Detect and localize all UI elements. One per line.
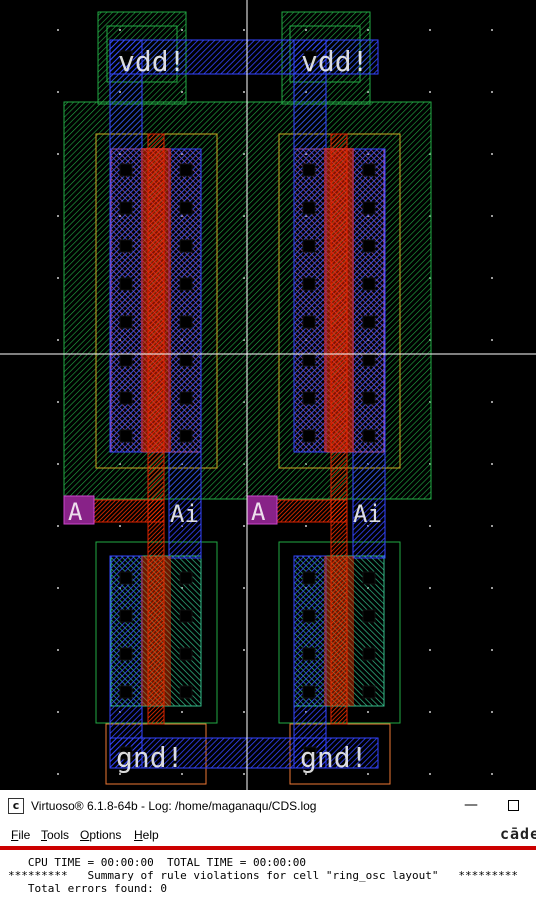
pmos-contact [119, 277, 133, 291]
gnd-tie-contact [119, 746, 133, 760]
log-window: c Virtuoso® 6.1.8-64b - Log: /home/magan… [0, 790, 536, 915]
nmos-contact [179, 685, 193, 699]
pmos-contact [302, 391, 316, 405]
pmos-contact [119, 239, 133, 253]
gate-channel-right [324, 148, 354, 452]
nmos-contact [119, 609, 133, 623]
pmos-contact [362, 277, 376, 291]
pmos-contact [179, 391, 193, 405]
pmos-contact [179, 239, 193, 253]
output-label-left: Ai [170, 500, 199, 528]
menu-bar: File Tools Options Help [0, 822, 536, 846]
vdd-tie-contact [119, 50, 133, 64]
nmos-contact [179, 571, 193, 585]
log-line-total-errors: Total errors found: 0 [8, 882, 167, 895]
pmos-contact [119, 163, 133, 177]
vdd-tie-contact [303, 50, 317, 64]
nmos-contact [362, 685, 376, 699]
nmos-contact [302, 609, 316, 623]
pmos-contact [119, 201, 133, 215]
pmos-contact [179, 163, 193, 177]
menu-help[interactable]: Help [134, 828, 159, 842]
nmos-contact [119, 647, 133, 661]
pmos-contact [302, 353, 316, 367]
pmos-contact [362, 315, 376, 329]
poly-contact-right [246, 495, 278, 525]
pmos-contact [362, 353, 376, 367]
contacts-layer [119, 50, 376, 760]
output-label-right: Ai [353, 500, 382, 528]
pmos-contact [362, 391, 376, 405]
nmos-contact [119, 685, 133, 699]
gnd-label-right: gnd! [300, 741, 367, 774]
pmos-contact [179, 277, 193, 291]
gate-channel-left [141, 148, 171, 452]
log-titlebar[interactable]: c Virtuoso® 6.1.8-64b - Log: /home/magan… [0, 790, 536, 822]
menu-options[interactable]: Options [80, 828, 122, 842]
pmos-contact [302, 163, 316, 177]
vdd-label-right: vdd! [301, 45, 368, 78]
nmos-contact [302, 571, 316, 585]
menu-divider [0, 846, 536, 850]
pmos-contact [119, 391, 133, 405]
window-title: Virtuoso® 6.1.8-64b - Log: /home/maganaq… [31, 799, 317, 813]
nmos-contact [302, 647, 316, 661]
nmos-channel-right [324, 556, 354, 706]
log-output[interactable]: CPU TIME = 00:00:00 TOTAL TIME = 00:00:0… [0, 850, 536, 915]
nmos-contact [362, 571, 376, 585]
vdd-metal-rail[interactable] [109, 39, 379, 75]
nmos-contact [302, 685, 316, 699]
pmos-contact [362, 163, 376, 177]
layout-canvas[interactable]: vdd! vdd! gnd! gnd! A Ai A Ai [0, 0, 536, 790]
maximize-icon [508, 800, 519, 811]
pmos-contact [179, 201, 193, 215]
pmos-contact [362, 429, 376, 443]
gnd-strap-left[interactable] [109, 555, 143, 769]
pmos-contact [302, 429, 316, 443]
pmos-contact [119, 315, 133, 329]
pmos-contact [302, 277, 316, 291]
gnd-metal-rail[interactable] [109, 737, 379, 769]
nmos-contact [362, 647, 376, 661]
menu-file[interactable]: File [11, 828, 31, 842]
menu-tools[interactable]: Tools [41, 828, 70, 842]
gnd-label-left: gnd! [116, 741, 183, 774]
pmos-contact [179, 353, 193, 367]
pmos-contact [302, 315, 316, 329]
pmos-contact [362, 239, 376, 253]
log-line-cpu-time: CPU TIME = 00:00:00 TOTAL TIME = 00:00:0… [8, 856, 307, 869]
poly-contact-left [63, 495, 95, 525]
input-label-right: A [251, 498, 266, 526]
nmos-contact [179, 647, 193, 661]
pmos-contact [119, 429, 133, 443]
log-line-summary: ********* Summary of rule violations for… [8, 869, 518, 882]
pmos-contact [179, 315, 193, 329]
gnd-tie-contact [303, 746, 317, 760]
nmos-contact [179, 609, 193, 623]
nmos-channel-left [141, 556, 171, 706]
pmos-contact [302, 201, 316, 215]
virtuoso-app-icon: c [8, 798, 24, 814]
pmos-contact [119, 353, 133, 367]
maximize-button[interactable] [504, 796, 522, 814]
pmos-contact [362, 201, 376, 215]
input-label-left: A [68, 498, 83, 526]
nmos-contact [362, 609, 376, 623]
pmos-contact [179, 429, 193, 443]
pmos-contact [302, 239, 316, 253]
cadence-logo: cāde [500, 825, 536, 843]
nmos-contact [119, 571, 133, 585]
vdd-label-left: vdd! [118, 45, 185, 78]
minimize-button[interactable]: — [464, 797, 478, 813]
gnd-strap-right[interactable] [293, 555, 327, 769]
